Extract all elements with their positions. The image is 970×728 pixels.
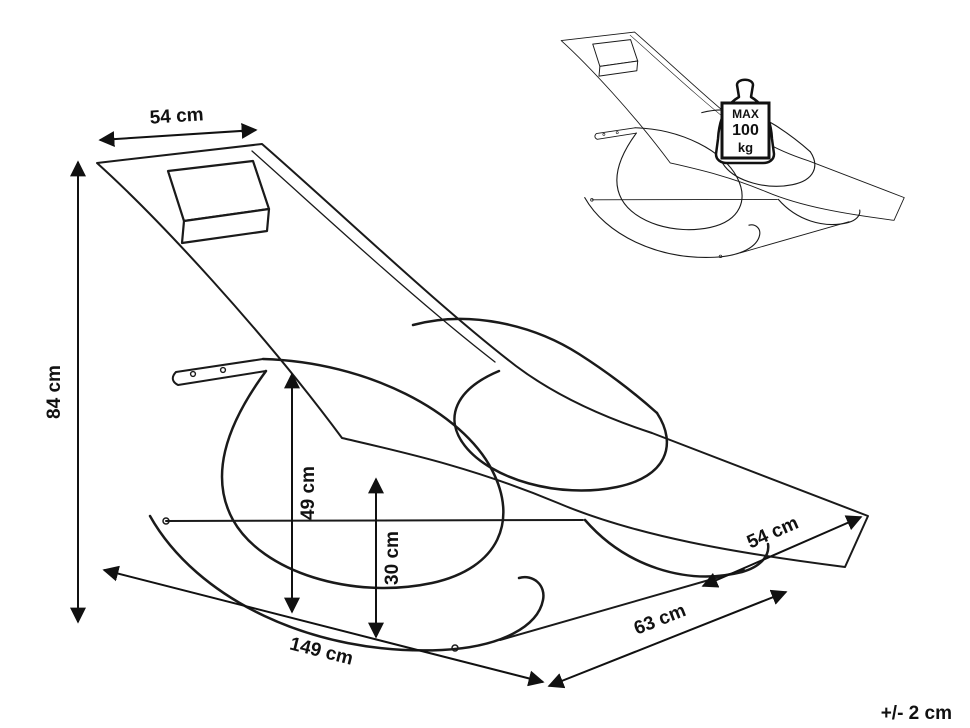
- lounger-drawing: [95, 142, 870, 653]
- dim-label-length: 149 cm: [288, 634, 356, 670]
- dim-label-top-width: 54 cm: [149, 104, 204, 128]
- max-load-inset: MAX 100 kg: [560, 31, 905, 259]
- max-load-unit: kg: [738, 140, 753, 155]
- max-load-badge: [720, 101, 771, 160]
- dim-arrow-depth: [547, 589, 788, 689]
- max-load-label: MAX: [732, 107, 759, 121]
- dim-label-height: 84 cm: [44, 365, 65, 419]
- dim-label-seat-height: 49 cm: [298, 466, 319, 520]
- dim-label-base-height: 30 cm: [382, 531, 403, 585]
- dimension-arrows: [70, 122, 863, 689]
- max-load-value: 100: [732, 122, 759, 139]
- dim-arrow-length: [102, 565, 545, 687]
- dim-arrow-top-width: [98, 122, 258, 148]
- tolerance-label: +/- 2 cm: [881, 703, 952, 724]
- dim-arrow-foot-width: [701, 515, 863, 588]
